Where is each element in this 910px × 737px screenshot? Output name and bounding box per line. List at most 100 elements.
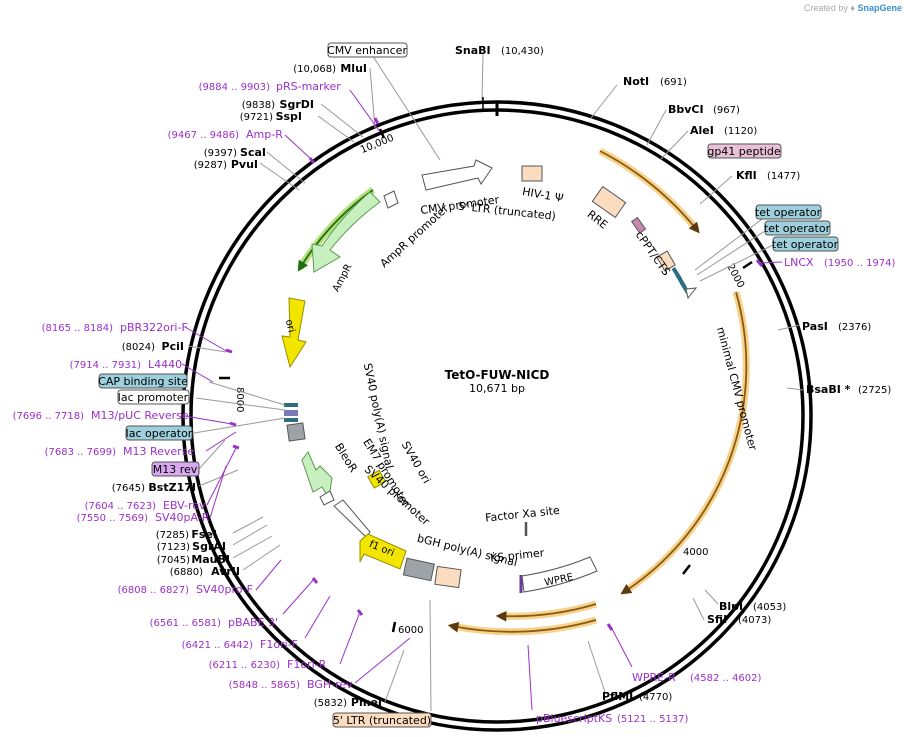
feature-ori[interactable]: [281, 297, 307, 369]
primer-bgh-rev[interactable]: (5848 .. 5865) BGH-rev: [229, 678, 354, 691]
enzyme-bbvci-name: BbvCI: [668, 103, 704, 116]
box-cmv-enhancer[interactable]: CMV enhancer: [327, 42, 408, 58]
box-m13-rev[interactable]: M13 rev: [151, 461, 200, 477]
enzyme-pflmi[interactable]: PflMI (4770): [602, 690, 672, 703]
primer-prs-marker[interactable]: (9884 .. 9903) pRS-marker: [199, 80, 342, 93]
snapgene-logo-icon: ♦: [850, 3, 855, 13]
primer-pbluescriptks[interactable]: pBluescriptKS (5121 .. 5137): [536, 712, 689, 725]
feature-tet-operators[interactable]: [671, 267, 698, 300]
box-tet-operator-2-text: tet operator: [764, 222, 831, 235]
enzyme-sgrdi-pos: (9838): [242, 100, 275, 111]
enzyme-blpi-pos: (4053): [753, 602, 786, 613]
enzyme-pasi-name: PasI: [802, 320, 828, 333]
primer-ebv-rev[interactable]: (7604 .. 7623) EBV-rev: [85, 499, 206, 512]
box-gp41-peptide[interactable]: gp41 peptide: [707, 143, 782, 159]
feature-wpre[interactable]: [521, 556, 598, 593]
primer-f1ori-f[interactable]: (6421 .. 6442) F1ori-F: [182, 638, 298, 651]
feature-hiv1-psi[interactable]: [521, 165, 543, 182]
box-lac-operator[interactable]: lac operator: [125, 425, 193, 441]
box-tet-operator-1[interactable]: tet operator: [755, 204, 822, 220]
feature-sv40-ori[interactable]: [367, 469, 387, 489]
plasmid-length: 10,671 bp: [469, 382, 525, 395]
enzyme-blpi[interactable]: BlpI (4053): [719, 600, 786, 613]
enzyme-snabi[interactable]: SnaBI (10,430): [455, 44, 544, 57]
feature-bgh-polya[interactable]: [402, 557, 435, 582]
enzyme-avrii[interactable]: (6880) AvrII: [170, 565, 240, 578]
enzyme-alei[interactable]: AleI (1120): [690, 124, 757, 137]
enzyme-bsabi[interactable]: BsaBI * (2725): [806, 383, 891, 396]
feature-sv40-promoter[interactable]: [333, 499, 371, 538]
enzyme-bstz17i[interactable]: (7645) BstZ17I: [112, 481, 196, 494]
feature-ampr-promoter[interactable]: [383, 190, 399, 209]
enzyme-sspi[interactable]: (9721) SspI: [240, 110, 302, 123]
feature-rre[interactable]: [591, 185, 627, 219]
enzyme-bbvci[interactable]: BbvCI (967): [668, 103, 740, 116]
feature-em7-promoter[interactable]: [319, 490, 335, 506]
enzyme-pcii[interactable]: (8024) PciI: [122, 340, 184, 353]
enzyme-mlui-pos: (10,068): [293, 64, 336, 75]
enzyme-sgrdi-name: SgrDI: [280, 98, 314, 111]
feature-ampr[interactable]: [311, 191, 381, 273]
primer-l4440-name: L4440: [148, 358, 182, 371]
box-lac-promoter[interactable]: lac promoter: [117, 389, 190, 405]
feature-cppt-cts[interactable]: [631, 216, 647, 234]
primer-pbr322ori-f[interactable]: (8165 .. 8184) pBR322ori-F: [42, 321, 188, 334]
enzyme-scai[interactable]: (9397) ScaI: [204, 146, 266, 159]
primer-amp-r-name: Amp-R: [246, 128, 283, 141]
primer-sv40pa-r[interactable]: (7550 .. 7569) SV40pA-R: [77, 511, 210, 524]
enzyme-maubi[interactable]: (7045) MauBI: [157, 553, 230, 566]
enzyme-fsei-pos: (7285): [156, 530, 189, 541]
enzyme-mlui-name: MluI: [340, 62, 367, 75]
feature-sv40-polya[interactable]: [286, 422, 306, 442]
credit-prefix: Created by: [803, 3, 848, 13]
enzyme-mlui[interactable]: (10,068) MluI: [293, 62, 367, 75]
enzyme-sgrai[interactable]: (7123) SgrAI: [157, 540, 226, 553]
primer-wpre-r[interactable]: WPRE-R (4582 .. 4602): [632, 671, 762, 684]
primer-sv40pro-f[interactable]: (6808 .. 6827) SV40pro-F: [118, 583, 253, 596]
box-tet-operator-2[interactable]: tet operator: [764, 220, 831, 236]
enzyme-alei-name: AleI: [690, 124, 714, 137]
plasmid-name: TetO-FUW-NICD: [445, 368, 550, 382]
primer-f1ori-f-range: (6421 .. 6442): [182, 640, 254, 651]
feature-minimal-cmv-box[interactable]: [656, 250, 676, 272]
primer-lncx[interactable]: LNCX (1950 .. 1974): [784, 256, 896, 269]
feature-bleor[interactable]: [301, 451, 333, 500]
enzyme-bsabi-pos: (2725): [858, 385, 891, 396]
primer-prs-marker-range: (9884 .. 9903): [199, 82, 271, 93]
primer-l4440[interactable]: (7914 .. 7931) L4440: [70, 358, 183, 371]
enzyme-fsei[interactable]: (7285) FseI: [156, 528, 217, 541]
box-tet-operator-3[interactable]: tet operator: [772, 236, 839, 252]
enzyme-sfii-pos: (4073): [738, 615, 771, 626]
primer-amp-r[interactable]: (9467 .. 9486) Amp-R: [168, 128, 284, 141]
primer-ebv-rev-range: (7604 .. 7623): [85, 501, 157, 512]
primer-wpre-r-range: (4582 .. 4602): [690, 673, 762, 684]
feature-f1-ori[interactable]: [359, 533, 407, 570]
primer-m13-reverse[interactable]: (7683 .. 7699) M13 Reverse: [45, 445, 195, 458]
feature-ltr-3[interactable]: [434, 565, 462, 589]
enzyme-pvui[interactable]: (9287) PvuI: [194, 158, 258, 171]
feature-cmv-promoter[interactable]: [421, 159, 493, 191]
enzyme-sfii[interactable]: SfiI (4073): [707, 613, 771, 626]
enzyme-fsei-name: FseI: [191, 528, 217, 541]
enzyme-pmei[interactable]: (5832) PmeI: [314, 696, 382, 709]
label-ks-primer: KS primer: [490, 546, 546, 565]
ring-tick-8000: 8000: [219, 376, 245, 412]
enzyme-kfli[interactable]: KflI (1477): [736, 169, 800, 182]
primer-pbabe-3[interactable]: (6561 .. 6581) pBABE 3': [150, 616, 279, 629]
enzyme-noti[interactable]: NotI (691): [623, 75, 687, 88]
primer-pbr322ori-f-name: pBR322ori-F: [120, 321, 188, 334]
box-5ltr-truncated[interactable]: 5' LTR (truncated): [332, 712, 432, 728]
enzyme-maubi-pos: (7045): [157, 555, 190, 566]
enzyme-sgrdi[interactable]: (9838) SgrDI: [242, 98, 314, 111]
primer-f1ori-r[interactable]: (6211 .. 6230) F1ori-R: [209, 658, 327, 671]
enzyme-bbvci-pos: (967): [713, 105, 740, 116]
box-lac-operator-text: lac operator: [126, 427, 193, 440]
box-cap-binding-site[interactable]: CAP binding site: [98, 373, 188, 389]
box-lac-promoter-text: lac promoter: [118, 391, 189, 404]
enzyme-pasi[interactable]: PasI (2376): [802, 320, 871, 333]
primer-ebv-rev-name: EBV-rev: [163, 499, 206, 512]
enzyme-sfii-name: SfiI: [707, 613, 727, 626]
primer-sv40pro-f-name: SV40pro-F: [196, 583, 253, 596]
primer-m13-puc-reverse[interactable]: (7696 .. 7718) M13/pUC Reverse: [13, 409, 189, 422]
